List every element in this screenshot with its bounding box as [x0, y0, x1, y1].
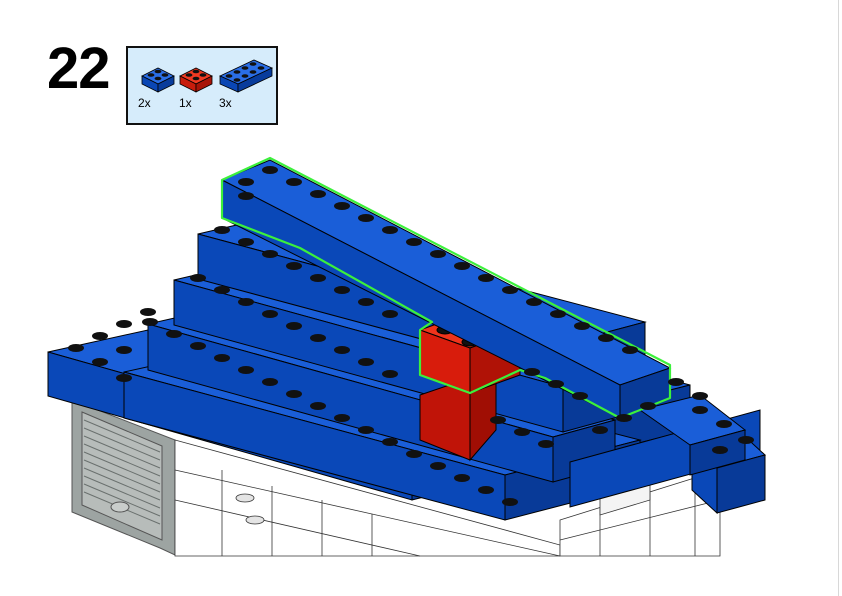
parts-callout: 2x 1x 3x	[126, 46, 278, 125]
blue-brick-2x2-icon	[141, 67, 175, 93]
part-qty: 1x	[179, 96, 192, 110]
roof-front-steps	[569, 394, 767, 515]
red-brick-2x2-icon	[179, 67, 213, 93]
brick-studs	[68, 166, 754, 506]
blue-brick-2x4-icon	[219, 59, 273, 93]
page-edge-divider	[838, 0, 839, 596]
new-parts-highlight	[220, 156, 672, 420]
part-qty: 3x	[219, 96, 232, 110]
garage-door	[71, 399, 176, 556]
part-qty: 2x	[138, 96, 151, 110]
step-number: 22	[47, 36, 111, 101]
